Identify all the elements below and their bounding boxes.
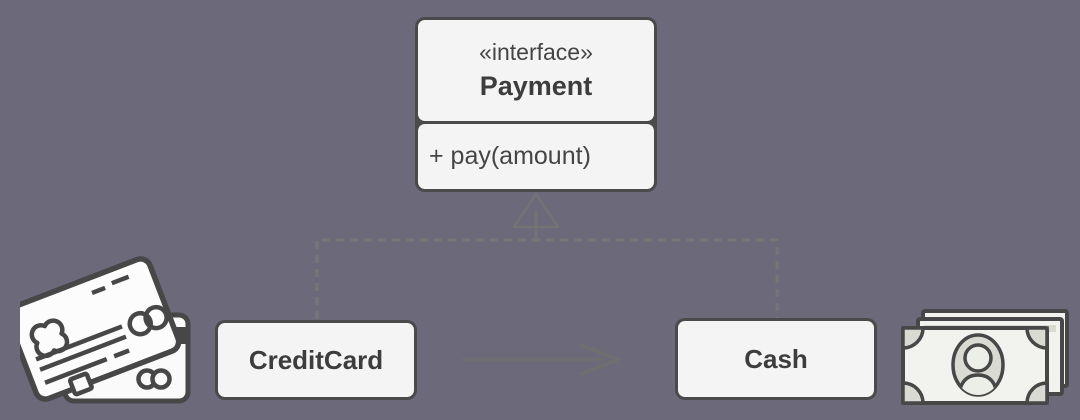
credit-card-icon [20, 256, 191, 404]
interface-header-compartment: «interface» Payment [418, 20, 654, 121]
uml-interface-node-payment: «interface» Payment + pay(amount) [415, 17, 657, 192]
interface-method-compartment: + pay(amount) [418, 124, 654, 189]
class-name-compartment: CreditCard [218, 323, 414, 397]
interface-method: + pay(amount) [429, 142, 591, 170]
front-card [20, 256, 182, 402]
open-arrowhead-icon [579, 343, 623, 376]
uml-class-node-cash: Cash [675, 318, 877, 400]
interface-name: Payment [479, 70, 593, 101]
uml-class-node-creditcard: CreditCard [215, 320, 417, 400]
middle-note [916, 317, 1064, 396]
portrait-oval [951, 333, 1005, 397]
interface-stereotype: «interface» [479, 38, 593, 65]
cash-icon [901, 309, 1069, 405]
front-note [901, 326, 1049, 405]
back-note [921, 309, 1069, 388]
back-card [62, 312, 191, 404]
class-name-compartment: Cash [678, 321, 874, 397]
portrait-head [963, 343, 993, 373]
realization-dashed-line [315, 238, 779, 319]
class-label-cash: Cash [744, 343, 808, 374]
hollow-triangle-marker-icon [512, 192, 560, 229]
class-label-creditcard: CreditCard [248, 344, 384, 375]
portrait-shoulders [957, 373, 999, 395]
